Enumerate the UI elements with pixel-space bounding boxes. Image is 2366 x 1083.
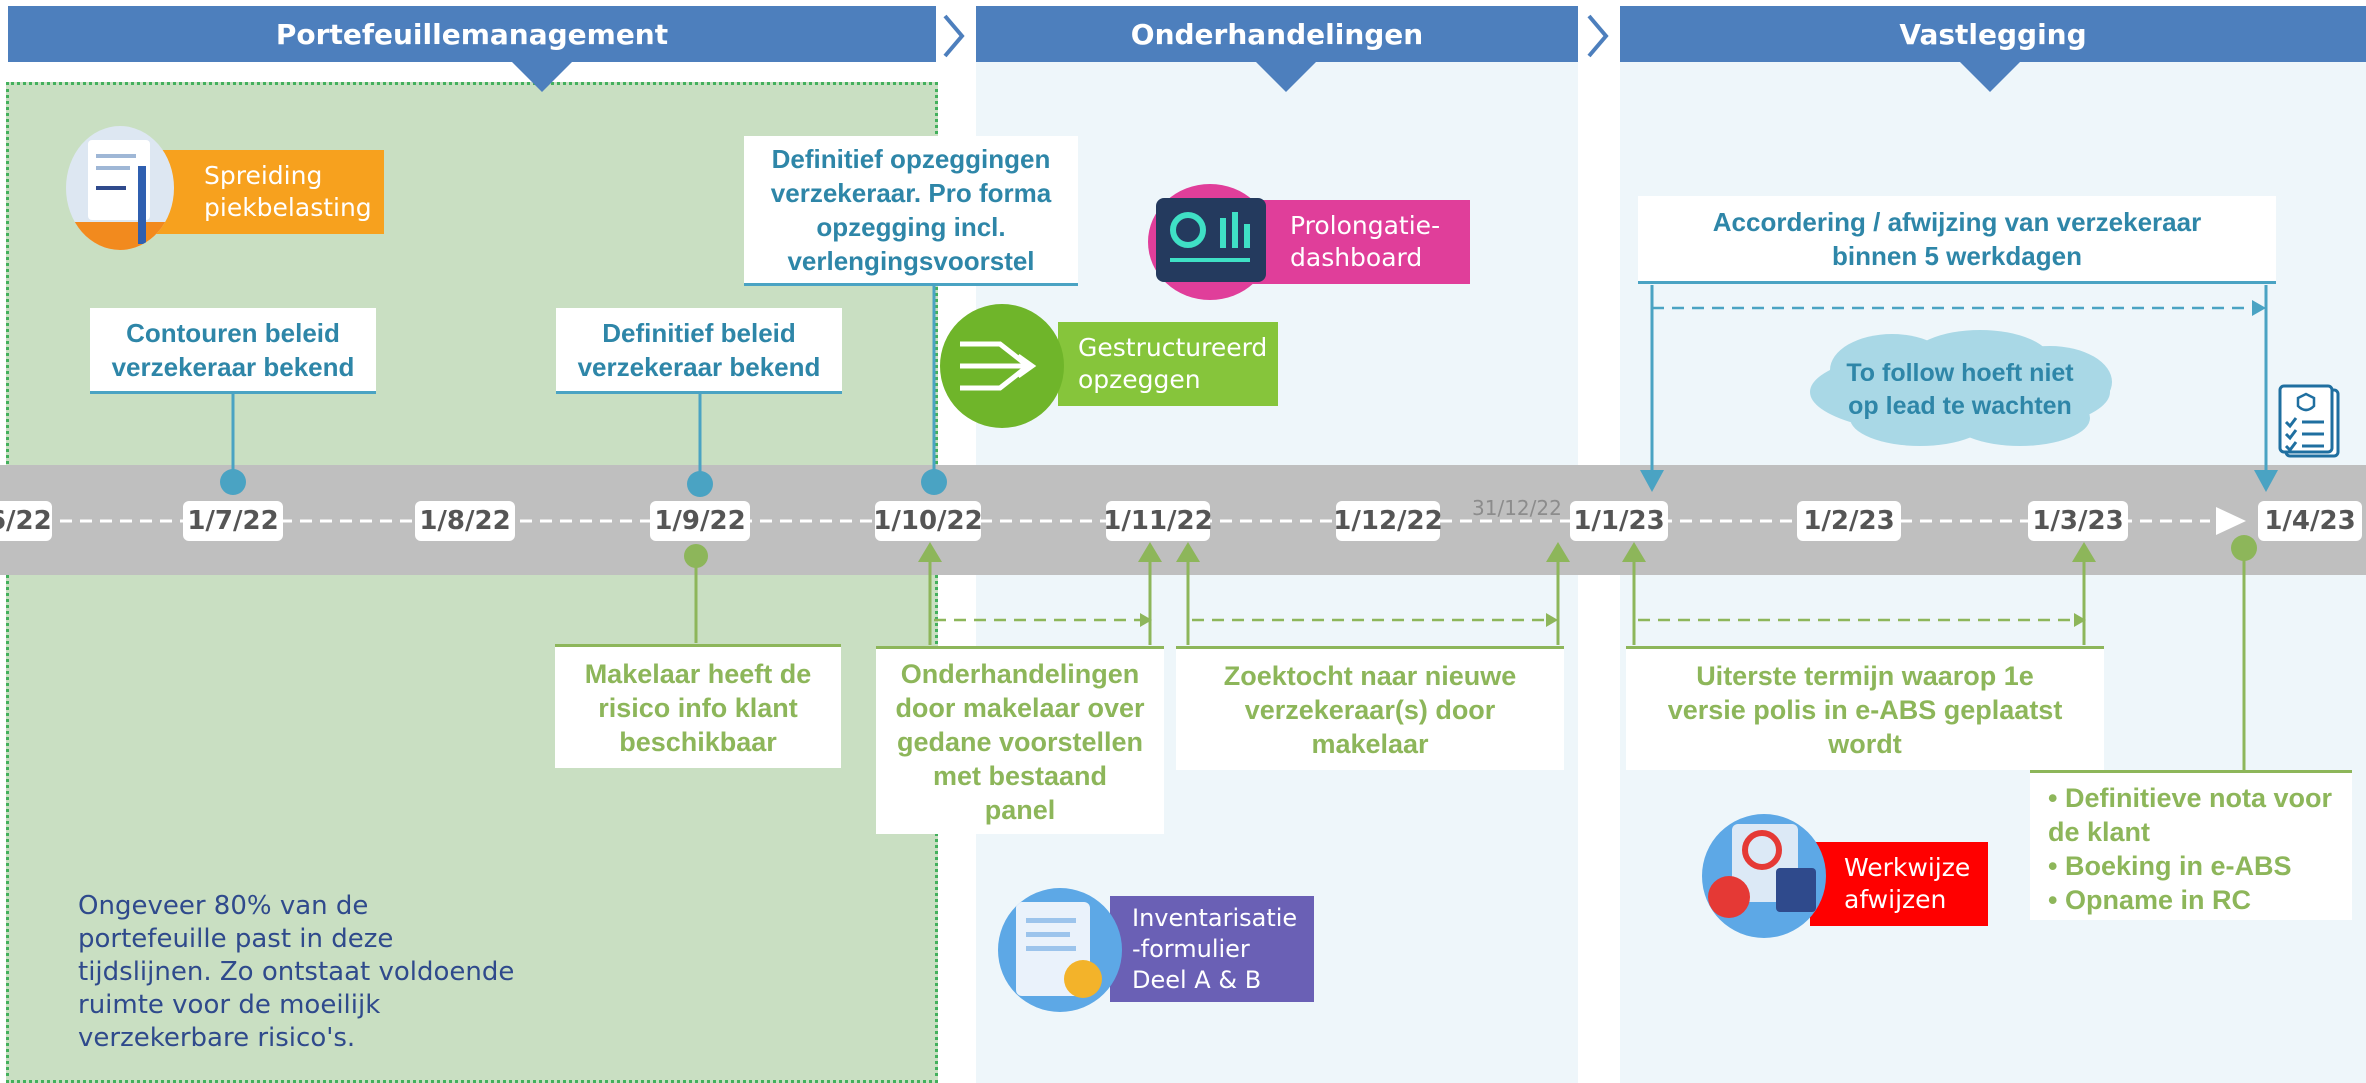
arrow-up-icon <box>2072 542 2096 562</box>
marker-date-label: 31/12/22 <box>1472 496 1562 520</box>
arrow-up-icon <box>918 542 942 562</box>
tool-spreiding: Spreiding piekbelasting <box>152 150 384 234</box>
phase-header-portefeuillemanagement: Portefeuillemanagement <box>8 6 936 62</box>
bullet-item: Boeking in e-ABS <box>2048 849 2352 883</box>
date-label: 1/10/22 <box>873 501 983 541</box>
form-icon <box>998 888 1122 1012</box>
date-label: 1/11/22 <box>1103 501 1213 541</box>
arrow-right-icon <box>1140 613 1152 627</box>
header-pointer-3 <box>1960 62 2020 92</box>
tool-gestructureerd: Gestructureerd opzeggen <box>1058 322 1278 406</box>
date-label: 1/12/22 <box>1333 501 1443 541</box>
date-label: 1/6/22 <box>0 501 52 541</box>
arrow-right-icon <box>1546 613 1558 627</box>
bullet-item: Definitieve nota voor de klant <box>2048 781 2352 849</box>
cloud-to-follow: To follow hoeft niet op lead te wachten <box>1846 359 2074 420</box>
date-label: 1/7/22 <box>183 501 283 541</box>
header-pointer-2 <box>1256 62 1316 92</box>
date-label: 1/3/23 <box>2028 501 2128 541</box>
arrow-up-icon <box>1138 542 1162 562</box>
arrow-up-icon <box>1546 542 1570 562</box>
date-label: 1/9/22 <box>650 501 750 541</box>
phase-header-vastlegging: Vastlegging <box>1620 6 2366 62</box>
dashboard-icon <box>1148 184 1272 300</box>
milestone-definitief-beleid: Definitief beleid verzekeraar bekend <box>556 308 842 394</box>
tool-werkwijze: Werkwijze afwijzen <box>1810 842 1988 926</box>
milestone-makelaar: Makelaar heeft de risico info klant besc… <box>555 644 841 768</box>
phase-header-onderhandelingen: Onderhandelingen <box>976 6 1578 62</box>
arrow-up-icon <box>1622 542 1646 562</box>
arrow-up-icon <box>1176 542 1200 562</box>
arrow-down-icon <box>2254 470 2278 492</box>
date-label: 1/8/22 <box>415 501 515 541</box>
arrow-down-icon <box>1640 470 1664 492</box>
tool-prolongatie: Prolongatie-dashboard <box>1240 200 1470 284</box>
date-label: 1/4/23 <box>2258 501 2362 541</box>
milestone-bullets: Definitieve nota voor de klant Boeking i… <box>2030 770 2352 920</box>
milestone-accordering: Accordering / afwijzing van verzekeraar … <box>1638 196 2276 284</box>
milestone-uiterste-termijn: Uiterste termijn waarop 1e versie polis … <box>1626 646 2104 770</box>
bullet-item: Opname in RC <box>2048 883 2352 917</box>
timeline-arrowhead-icon <box>2216 507 2246 535</box>
milestone-dot <box>220 469 246 495</box>
reject-icon <box>1702 814 1826 938</box>
document-icon <box>66 126 174 250</box>
milestone-dot <box>687 471 713 497</box>
arrow-right-icon <box>2074 613 2086 627</box>
header-decorations <box>512 14 2020 92</box>
tool-inventarisatie: Inventarisatie -formulier Deel A & B <box>1110 896 1314 1002</box>
date-label: 1/1/23 <box>1570 501 1668 541</box>
chevron-right-icon <box>943 14 965 58</box>
checklist-icon <box>2278 384 2340 458</box>
milestone-contouren-beleid: Contouren beleid verzekeraar bekend <box>90 308 376 394</box>
milestone-dot <box>921 469 947 495</box>
date-label: 1/2/23 <box>1797 501 1901 541</box>
milestone-zoektocht: Zoektocht naar nieuwe verzekeraar(s) doo… <box>1176 646 1564 770</box>
arrow-right-icon <box>2252 300 2266 316</box>
milestone-definitief-opzeggingen: Definitief opzeggingen verzekeraar. Pro … <box>744 136 1078 286</box>
portfolio-note: Ongeveer 80% van de portefeuille past in… <box>78 891 515 1053</box>
milestone-onderhandelingen: Onderhandelingen door makelaar over geda… <box>876 646 1164 834</box>
chevron-right-icon <box>1587 14 1609 58</box>
arrows-merge-icon <box>940 304 1064 428</box>
header-pointer-1 <box>512 62 572 92</box>
cloud-shape <box>1810 330 2112 446</box>
